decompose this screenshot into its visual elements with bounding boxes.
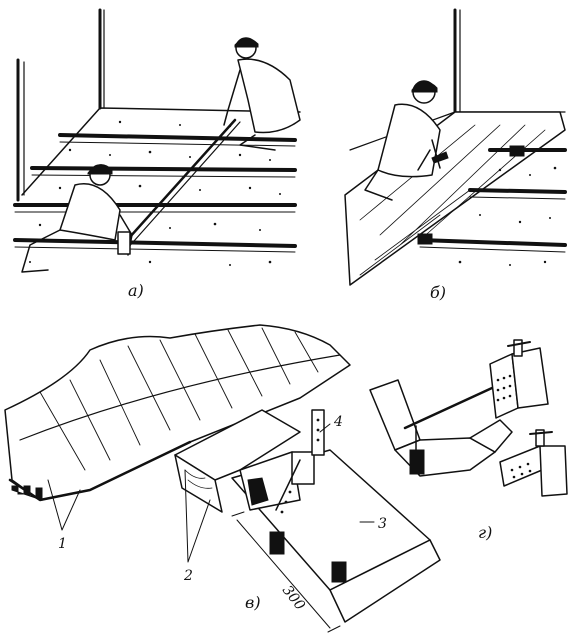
callout-3: 3 [378,516,387,532]
callout-2: 2 [183,568,193,584]
panel-v-label: в) [245,593,261,612]
panel-g-label: г) [478,523,492,542]
callout-4: 4 [333,414,343,430]
panel-b-illustration [344,8,567,286]
panel-a-illustration [13,8,301,273]
callout-leaders [47,423,375,563]
callout-1: 1 [58,536,67,552]
dimension-300: 300 [279,583,308,614]
panel-b-label: б) [430,283,446,302]
panel-a-label: а) [128,281,144,300]
panel-g-illustration [369,339,568,497]
panel-v-illustration [4,324,441,633]
